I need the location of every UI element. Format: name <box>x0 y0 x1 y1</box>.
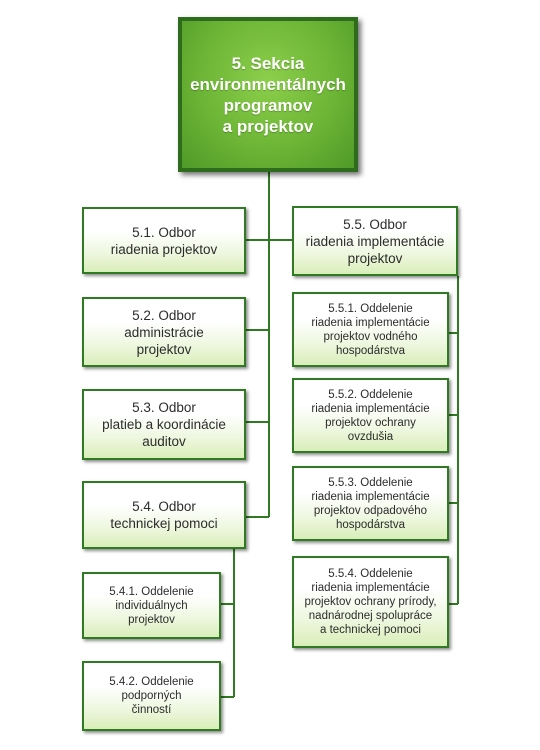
section-5-box: 5. Sekcia environmentálnych programov a … <box>178 17 358 172</box>
oddelenie-5-5-1-label: 5.5.1. Oddelenie riadenia implementácie … <box>311 302 430 357</box>
oddelenie-5-5-3-box: 5.5.3. Oddelenie riadenia implementácie … <box>292 466 449 541</box>
odbor-5-5-box: 5.5. Odbor riadenia implementácie projek… <box>292 206 458 276</box>
oddelenie-5-5-2-label: 5.5.2. Oddelenie riadenia implementácie … <box>311 388 430 443</box>
oddelenie-5-4-1-label: 5.4.1. Oddelenie individuálnych projekto… <box>109 585 194 626</box>
oddelenie-5-4-2-box: 5.4.2. Oddelenie podporných činností <box>82 661 221 731</box>
odbor-5-1-label: 5.1. Odbor riadenia projektov <box>110 224 218 257</box>
odbor-5-2-label: 5.2. Odbor administrácie projektov <box>124 307 204 357</box>
oddelenie-5-5-4-label: 5.5.4. Oddelenie riadenia implementácie … <box>304 568 437 636</box>
odbor-5-4-box: 5.4. Odbor technickej pomoci <box>82 481 246 549</box>
odbor-5-3-box: 5.3. Odbor platieb a koordinácie auditov <box>82 389 246 460</box>
oddelenie-5-5-3-label: 5.5.3. Oddelenie riadenia implementácie … <box>311 476 430 531</box>
oddelenie-5-5-1-box: 5.5.1. Oddelenie riadenia implementácie … <box>292 292 449 367</box>
oddelenie-5-4-1-box: 5.4.1. Oddelenie individuálnych projekto… <box>82 572 221 639</box>
odbor-5-2-box: 5.2. Odbor administrácie projektov <box>82 297 246 367</box>
oddelenie-5-5-2-box: 5.5.2. Oddelenie riadenia implementácie … <box>292 378 449 453</box>
oddelenie-5-4-2-label: 5.4.2. Oddelenie podporných činností <box>109 676 194 716</box>
odbor-5-1-box: 5.1. Odbor riadenia projektov <box>82 207 246 274</box>
odbor-5-5-label: 5.5. Odbor riadenia implementácie projek… <box>305 216 445 266</box>
section-5-label: 5. Sekcia environmentálnych programov a … <box>190 53 346 136</box>
odbor-5-4-label: 5.4. Odbor technickej pomoci <box>110 499 218 531</box>
oddelenie-5-5-4-box: 5.5.4. Oddelenie riadenia implementácie … <box>292 556 449 648</box>
odbor-5-3-label: 5.3. Odbor platieb a koordinácie auditov <box>102 400 226 449</box>
